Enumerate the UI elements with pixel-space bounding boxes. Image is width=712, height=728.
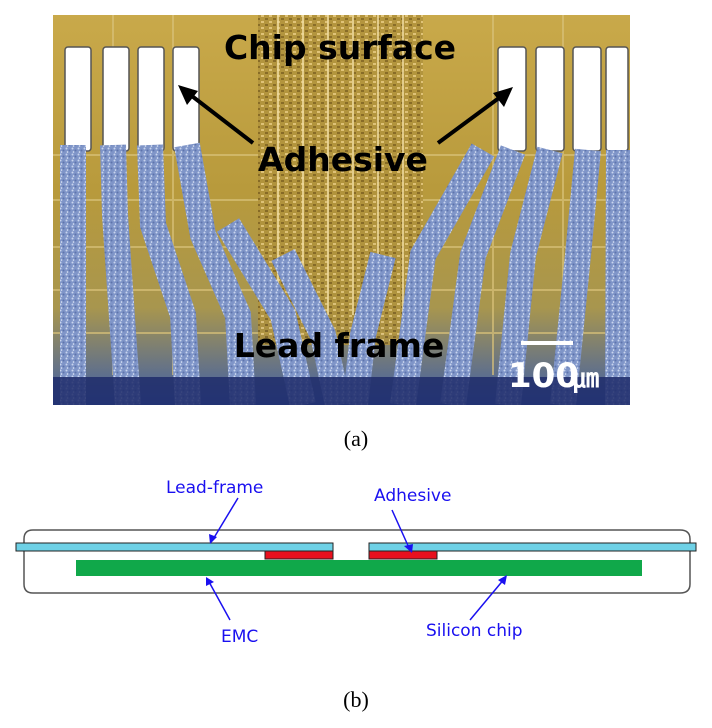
lead-frame-right xyxy=(368,542,697,552)
leader-lines xyxy=(206,497,507,621)
bottom-band xyxy=(53,377,630,405)
label-adhesive: Adhesive xyxy=(258,140,428,179)
caption-a: (a) xyxy=(343,426,369,451)
micrograph-photo: Chip surface Adhesive Lead frame 100 ㎛ xyxy=(53,15,630,405)
silicon-chip xyxy=(76,560,642,576)
lead-fingers xyxy=(60,142,630,405)
cross-section-diagram: Lead-frame Adhesive EMC Silicon chip xyxy=(15,478,697,647)
center-circuit-region xyxy=(258,15,423,345)
scale-bar-unit: ㎛ xyxy=(573,364,599,394)
adhesive-pads-right xyxy=(497,46,629,152)
adhesive-left xyxy=(264,550,334,560)
label-emc: EMC xyxy=(221,627,258,647)
lead-frame-left xyxy=(15,542,334,552)
center-circuit-traces xyxy=(277,15,404,315)
adhesive-right xyxy=(368,550,438,560)
label-lead-frame: Lead frame xyxy=(234,326,444,365)
label-lead-frame-diagram: Lead-frame xyxy=(166,478,263,498)
label-adhesive-diagram: Adhesive xyxy=(374,486,451,506)
scale-bar-value: 100 xyxy=(508,356,579,396)
caption-b: (b) xyxy=(343,687,369,712)
label-chip-surface: Chip surface xyxy=(224,28,456,67)
label-silicon-chip: Silicon chip xyxy=(426,621,523,641)
adhesive-arrows xyxy=(178,85,513,145)
